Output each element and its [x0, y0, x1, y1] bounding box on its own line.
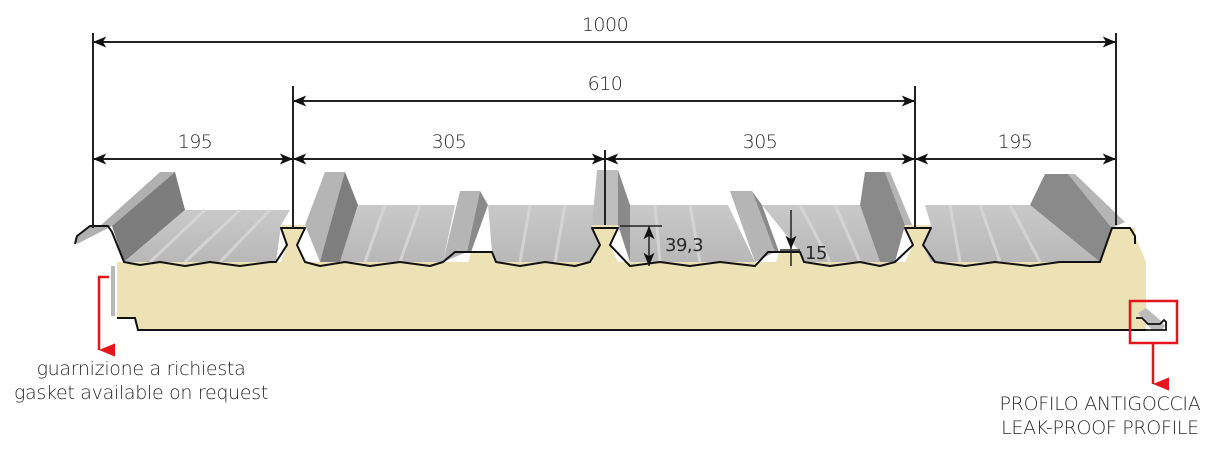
dim-minor-rib-height: 15	[805, 243, 827, 264]
gasket-note-it: guarnizione a richiesta	[36, 358, 246, 380]
leak-proof-note-it: PROFILO ANTIGOCCIA	[999, 393, 1201, 415]
leak-proof-note: PROFILO ANTIGOCCIA LEAK-PROOF PROFILE	[970, 392, 1230, 440]
foam-core	[111, 225, 1146, 331]
dim-segment-4: 195	[997, 131, 1033, 153]
dim-total-width: 1000	[581, 14, 629, 36]
gasket-note: guarnizione a richiesta gasket available…	[0, 357, 282, 405]
gasket-note-en: gasket available on request	[13, 382, 269, 404]
dim-segment-1: 195	[177, 131, 213, 153]
dim-inner-span: 610	[587, 73, 623, 95]
dim-segment-2: 305	[431, 131, 467, 153]
leak-proof-note-en: LEAK-PROOF PROFILE	[1001, 417, 1199, 439]
callout-arrows	[97, 275, 1179, 391]
dimension-lines	[92, 33, 1117, 266]
leak-proof-profile-detail	[1136, 308, 1167, 331]
dim-rib-height: 39,3	[665, 235, 704, 256]
gasket-callout-arrow	[97, 275, 115, 357]
dim-segment-3: 305	[742, 131, 778, 153]
